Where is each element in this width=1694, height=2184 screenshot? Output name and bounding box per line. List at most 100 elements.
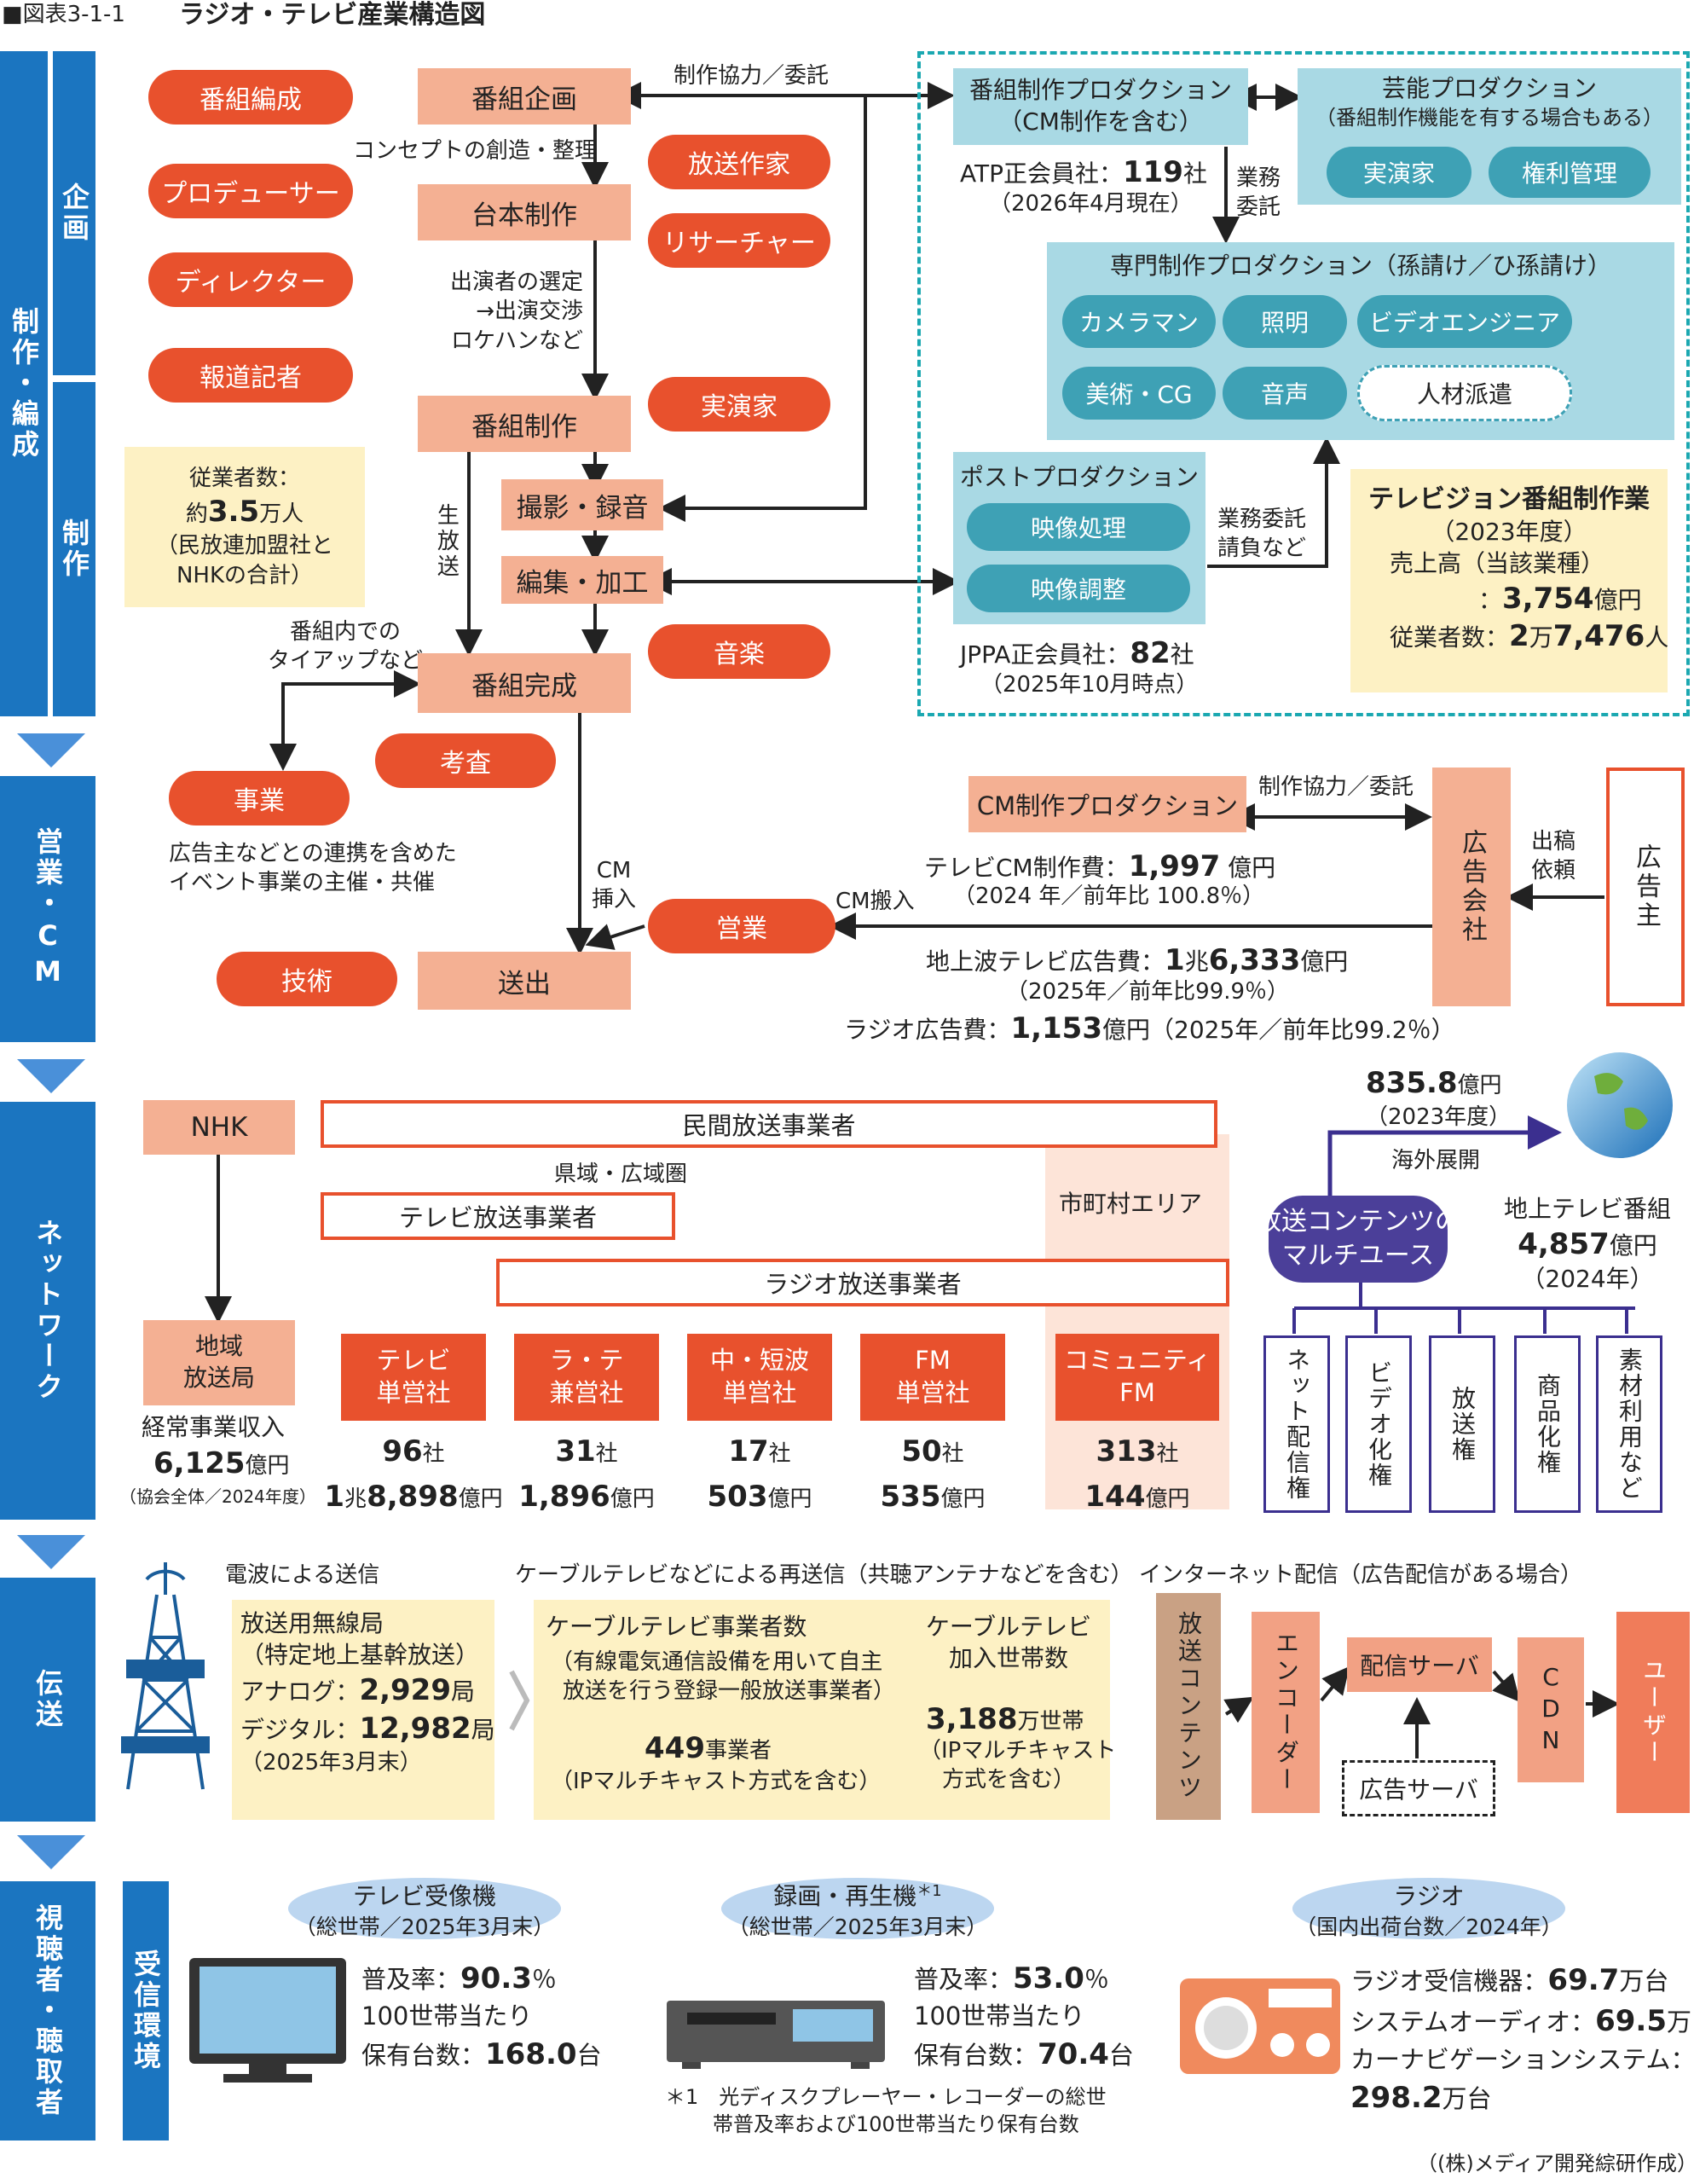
net-haishin: 配信サーバ [1347,1637,1492,1692]
employees-4: NHKの合計） [176,562,314,588]
role-sakka: 放送作家 [648,135,830,189]
cm-hannyu: CM搬入 [835,889,915,914]
broadcast-tower-icon [121,1562,210,1790]
kokoku-kaisha: 広告会社 [1457,829,1487,945]
koukoku-server: 広告サーバ [1342,1760,1495,1816]
side-label-densou: 伝送 [32,1669,64,1730]
role-jigyo: 事業 [169,771,350,826]
cm-sonyu-1: CM [596,858,632,883]
recv-tv-title: テレビ受像機 [352,1882,496,1910]
jigyo-desc-1: 広告主などとの連携を含めた [169,841,457,866]
senmon-bijutsu: 美術・CG [1062,367,1216,420]
flow-henshu: 編集・加工 [501,556,663,604]
source-note: （(株)メディア開発綜研作成） [1417,2152,1694,2175]
flow-seisaku: 番組制作 [418,396,631,452]
casting-1: 出演者の選定 [449,269,583,295]
broadcaster-cat-1: ラ・テ兼営社 [514,1334,659,1421]
role-eigyo: 営業 [648,899,835,953]
shichoson-label: 市町村エリア [1059,1190,1203,1218]
net-contents: 放送コンテンツ [1175,1611,1203,1802]
senmon-haken: 人材派遣 [1357,365,1572,421]
casting-2: →出演交渉 [476,298,583,325]
radio-broadcaster-box: ラジオ放送事業者 [496,1259,1229,1306]
recv-rec-title: 録画・再生機 [773,1882,917,1910]
side-label-shichou: 視聴者・聴取者 [32,1903,64,2118]
side-label-seisaku2: 制作 [58,518,90,580]
post-eizo2: 映像調整 [967,565,1190,612]
cable-jigyosha-value: 449 [645,1731,705,1765]
prod-kenri: 権利管理 [1489,147,1651,198]
post-eizo1: 映像処理 [967,503,1190,551]
radio-icon [1180,1978,1340,2074]
net-user: ユーザー [1639,1658,1668,1767]
radio-kokoku-value: 1,153 [1010,1011,1102,1046]
figure-number: ■図表3-1-1 [2,2,125,27]
chiiki-1: 地域 [194,1332,243,1361]
flow-daihon: 台本制作 [418,184,631,240]
multiuse-3: 商品化権 [1514,1335,1581,1513]
broadcaster-cat-2: 中・短波単営社 [687,1334,832,1421]
flow-kansei: 番組完成 [418,653,631,713]
carnavi-value: 298.2 [1350,2080,1443,2115]
role-kisha: 報道記者 [148,348,353,403]
side-label-kikaku: 企画 [58,182,90,244]
globe-icon [1567,1052,1673,1158]
atp-value: 119 [1122,155,1183,189]
tv-emp-value: 7,476 [1552,619,1645,654]
tieup-2: タイアップなど [268,648,424,675]
senmon-video: ビデオエンジニア [1357,295,1572,348]
jppa-value: 82 [1130,636,1171,670]
flow-concept: コンセプトの創造・整理 [353,138,598,164]
cm-prod: CM制作プロダクション [968,776,1246,832]
tv-broadcaster-box: テレビ放送事業者 [321,1192,675,1240]
senmon-onsei: 音声 [1223,367,1347,420]
nhk-revenue-value: 6,125 [153,1446,246,1480]
flow-satsuei: 撮影・録音 [501,479,663,530]
rec-fukyu-value: 53.0 [1013,1961,1084,1996]
role-researcher: リサーチャー [648,213,830,268]
shichoson-area [1045,1134,1229,1509]
footnote-1: ＊1 光ディスクプレーヤー・レコーダーの総世 [665,2085,1107,2109]
recv-radio-title: ラジオ [1393,1882,1465,1910]
production-area [917,51,1690,716]
prod-jitsuen: 実演家 [1327,147,1471,198]
chijo-bangumi-value: 4,857 [1518,1226,1610,1261]
kaigai-value: 835.8 [1366,1066,1458,1100]
role-ongaku: 音楽 [648,624,830,679]
cable-setai-value: 3,188 [926,1702,1018,1736]
senmon-camera: カメラマン [1062,295,1216,348]
cm-sonyu-2: 挿入 [592,887,637,913]
role-kousa: 考査 [375,733,556,788]
multiuse-0: ネット配信権 [1263,1335,1330,1513]
net-encoder: エンコーダー [1272,1631,1300,1794]
flow-kikaku: 番組企画 [418,68,631,125]
multiuse-1: ビデオ化権 [1345,1335,1412,1513]
role-jitsuen: 実演家 [648,377,830,432]
musen-box: 放送用無線局 （特定地上基幹放送） アナログ：2,929局 デジタル：12,98… [232,1600,495,1820]
role-hensei: 番組編成 [148,70,353,125]
net-cdn: CDN [1536,1662,1565,1758]
broadcaster-cat-0: テレビ単営社 [341,1334,486,1421]
rec-hoyu-value: 70.4 [1038,2037,1109,2072]
cable-box: ケーブルテレビ事業者数 （有線電気通信設備を用いて自主 放送を行う登録一般放送事… [534,1600,1116,1820]
flow-soushutsu: 送出 [418,952,631,1010]
employees-value: 3.5 [207,495,260,530]
page-title: ラジオ・テレビ産業構造図 [179,0,486,30]
tv-hoyu-value: 168.0 [485,2037,577,2072]
radio-recv-value: 69.7 [1547,1963,1620,1997]
tv-fukyu-value: 90.3 [460,1961,532,1996]
casting-3: ロケハンなど [451,327,583,354]
tv-uri-value: 3,754 [1502,581,1594,616]
chijo-kokoku-value: 6,333 [1208,943,1301,977]
employees-1: 従業者数： [188,466,300,492]
tv-icon [189,1958,346,2083]
digital-value: 12,982 [359,1711,471,1746]
nhk-box: NHK [143,1100,295,1155]
side-label-seisaku: 制作・編成 [8,307,40,461]
